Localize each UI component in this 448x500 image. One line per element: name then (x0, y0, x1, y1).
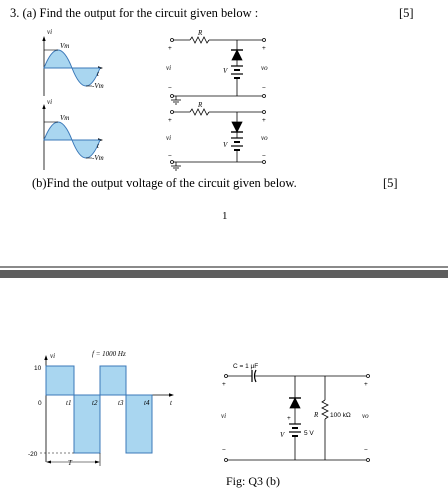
level-neg20-label: -20 (28, 451, 38, 458)
minus-out-1: − (262, 85, 266, 92)
exam-page-1: 3. (a) Find the output for the circuit g… (10, 6, 414, 222)
vi-input-label-1: vi (166, 64, 171, 72)
plus-out-b: + (364, 381, 368, 388)
t-axis-label-b: t (170, 399, 173, 407)
marks-3a: [5] (399, 6, 414, 20)
neg-vm-label-2: -Vm (92, 154, 104, 162)
capacitor-label: C = 1 µF (233, 363, 258, 370)
source-voltage-label: 5 V (304, 430, 314, 437)
t4-label: t4 (144, 399, 150, 407)
exam-page-2 (0, 280, 448, 500)
page-number: 1 (222, 210, 228, 222)
resistor-label-2: R (197, 101, 203, 109)
vo-output-label-2: vo (261, 134, 268, 142)
question-3b-text: (b)Find the output voltage of the circui… (32, 176, 297, 190)
clamper-circuit (224, 369, 370, 462)
page-separator (0, 270, 448, 278)
page-separator-line (0, 266, 448, 268)
minus-in-2: − (168, 153, 172, 160)
resistor-label-b: R (313, 411, 319, 419)
battery-label-b: V (280, 431, 285, 439)
vo-output-label-1: vo (261, 64, 268, 72)
vm-label-1: Vm (60, 42, 69, 50)
t3-label: t3 (118, 399, 124, 407)
vi-axis-label-2: vi (47, 98, 52, 106)
plus-in-b: + (222, 381, 226, 388)
vm-label-2: Vm (60, 114, 69, 122)
t-label-1: t (97, 70, 100, 78)
vi-axis-label-b: vi (50, 352, 55, 360)
resistance-value-label: 100 kΩ (330, 412, 351, 419)
clipper-circuit-2 (170, 108, 266, 171)
vo-output-label-b: vo (362, 412, 369, 420)
plus-out-1: + (262, 45, 266, 52)
battery-plus-b: + (287, 415, 291, 422)
input-waveform-1: vi Vm -Vm t (42, 28, 104, 96)
plus-out-2: + (262, 117, 266, 124)
period-label: T (68, 459, 73, 467)
frequency-label: f = 1000 Hz (92, 350, 126, 358)
plus-in-2: + (168, 117, 172, 124)
level-10-label: 10 (34, 365, 42, 372)
vi-axis-label-1: vi (47, 28, 52, 36)
square-waveform (40, 355, 174, 466)
figure-caption: Fig: Q3 (b) (226, 474, 280, 488)
minus-in-b: − (222, 447, 226, 454)
clipper-circuit-1 (170, 36, 266, 105)
neg-vm-label-1: -Vm (92, 82, 104, 90)
t-label-2: t (97, 142, 100, 150)
vi-input-label-2: vi (166, 134, 171, 142)
minus-out-2: − (262, 153, 266, 160)
plus-in-1: + (168, 45, 172, 52)
minus-in-1: − (168, 85, 172, 92)
battery-label-2: V (223, 141, 228, 149)
vi-input-label-b: vi (221, 412, 226, 420)
input-waveform-2: vi Vm -Vm t (42, 98, 104, 170)
marks-3b: [5] (383, 176, 398, 190)
minus-out-b: − (364, 447, 368, 454)
level-0-label: 0 (38, 400, 42, 407)
battery-label-1: V (223, 67, 228, 75)
resistor-label-1: R (197, 29, 203, 37)
question-3a-text: 3. (a) Find the output for the circuit g… (10, 6, 259, 20)
t1-label: t1 (66, 399, 71, 407)
t2-label: t2 (92, 399, 98, 407)
